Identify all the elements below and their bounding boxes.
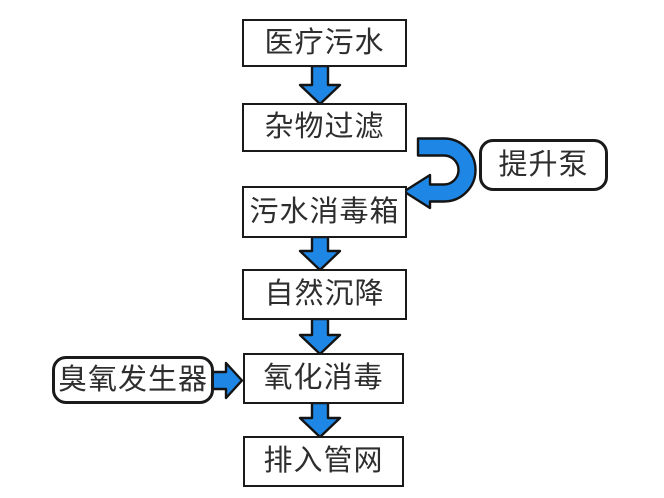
node-debris-filter: 杂物过滤	[242, 103, 407, 152]
down-arrow-2	[298, 235, 342, 272]
node-lift-pump: 提升泵	[479, 139, 608, 191]
right-arrow	[210, 361, 244, 400]
node-discharge-to-pipe-network: 排入管网	[243, 436, 404, 487]
down-arrow-4	[298, 401, 342, 439]
u-turn-arrow	[402, 137, 477, 210]
node-sewage-disinfection-tank: 污水消毒箱	[242, 186, 407, 238]
down-arrow-1	[298, 64, 342, 106]
node-oxidation-disinfection: 氧化消毒	[243, 353, 404, 404]
down-arrow-3	[298, 317, 342, 356]
node-ozone-generator: 臭氧发生器	[52, 356, 214, 404]
node-medical-wastewater: 医疗污水	[242, 19, 407, 67]
node-natural-settling: 自然沉降	[242, 269, 407, 320]
